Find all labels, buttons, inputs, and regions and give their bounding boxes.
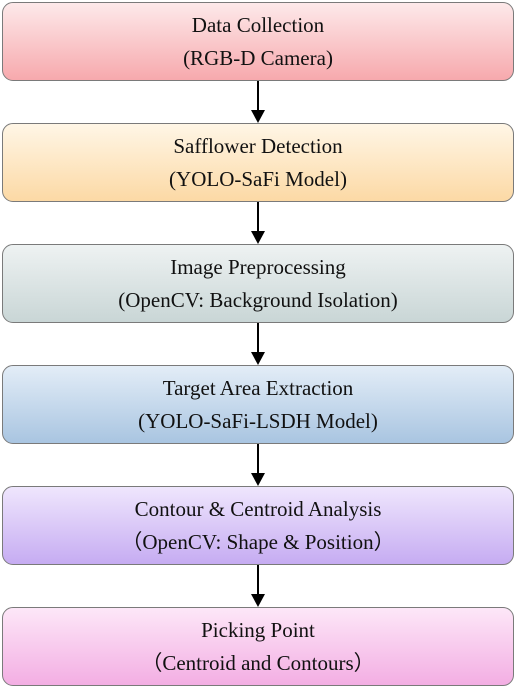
- arrow-down-icon: [251, 444, 265, 486]
- arrow-down-icon: [251, 81, 265, 123]
- step-subtitle: (YOLO-SaFi-LSDH Model): [138, 408, 378, 433]
- arrow-down-icon: [251, 202, 265, 244]
- step-target-area-extraction: Target Area Extraction (YOLO-SaFi-LSDH M…: [2, 365, 514, 444]
- step-title: Safflower Detection: [173, 133, 343, 158]
- arrow-down-icon: [251, 323, 265, 365]
- step-title: Data Collection: [191, 12, 325, 37]
- arrow-down-icon: [251, 565, 265, 607]
- step-subtitle: (RGB-D Camera): [183, 45, 333, 70]
- step-image-preprocessing: Image Preprocessing (OpenCV: Background …: [2, 244, 514, 323]
- step-subtitle: （OpenCV: Shape & Position）: [121, 529, 395, 554]
- step-title: Picking Point: [201, 617, 315, 642]
- step-subtitle: (OpenCV: Background Isolation): [118, 287, 398, 312]
- step-data-collection: Data Collection (RGB-D Camera): [2, 2, 514, 81]
- step-title: Target Area Extraction: [162, 375, 354, 400]
- step-picking-point: Picking Point （Centroid and Contours）: [2, 607, 514, 686]
- step-title: Image Preprocessing: [170, 254, 346, 279]
- step-title: Contour & Centroid Analysis: [134, 496, 382, 521]
- step-subtitle: （Centroid and Contours）: [141, 650, 375, 675]
- step-safflower-detection: Safflower Detection (YOLO-SaFi Model): [2, 123, 514, 202]
- step-subtitle: (YOLO-SaFi Model): [169, 166, 347, 191]
- step-contour-centroid-analysis: Contour & Centroid Analysis （OpenCV: Sha…: [2, 486, 514, 565]
